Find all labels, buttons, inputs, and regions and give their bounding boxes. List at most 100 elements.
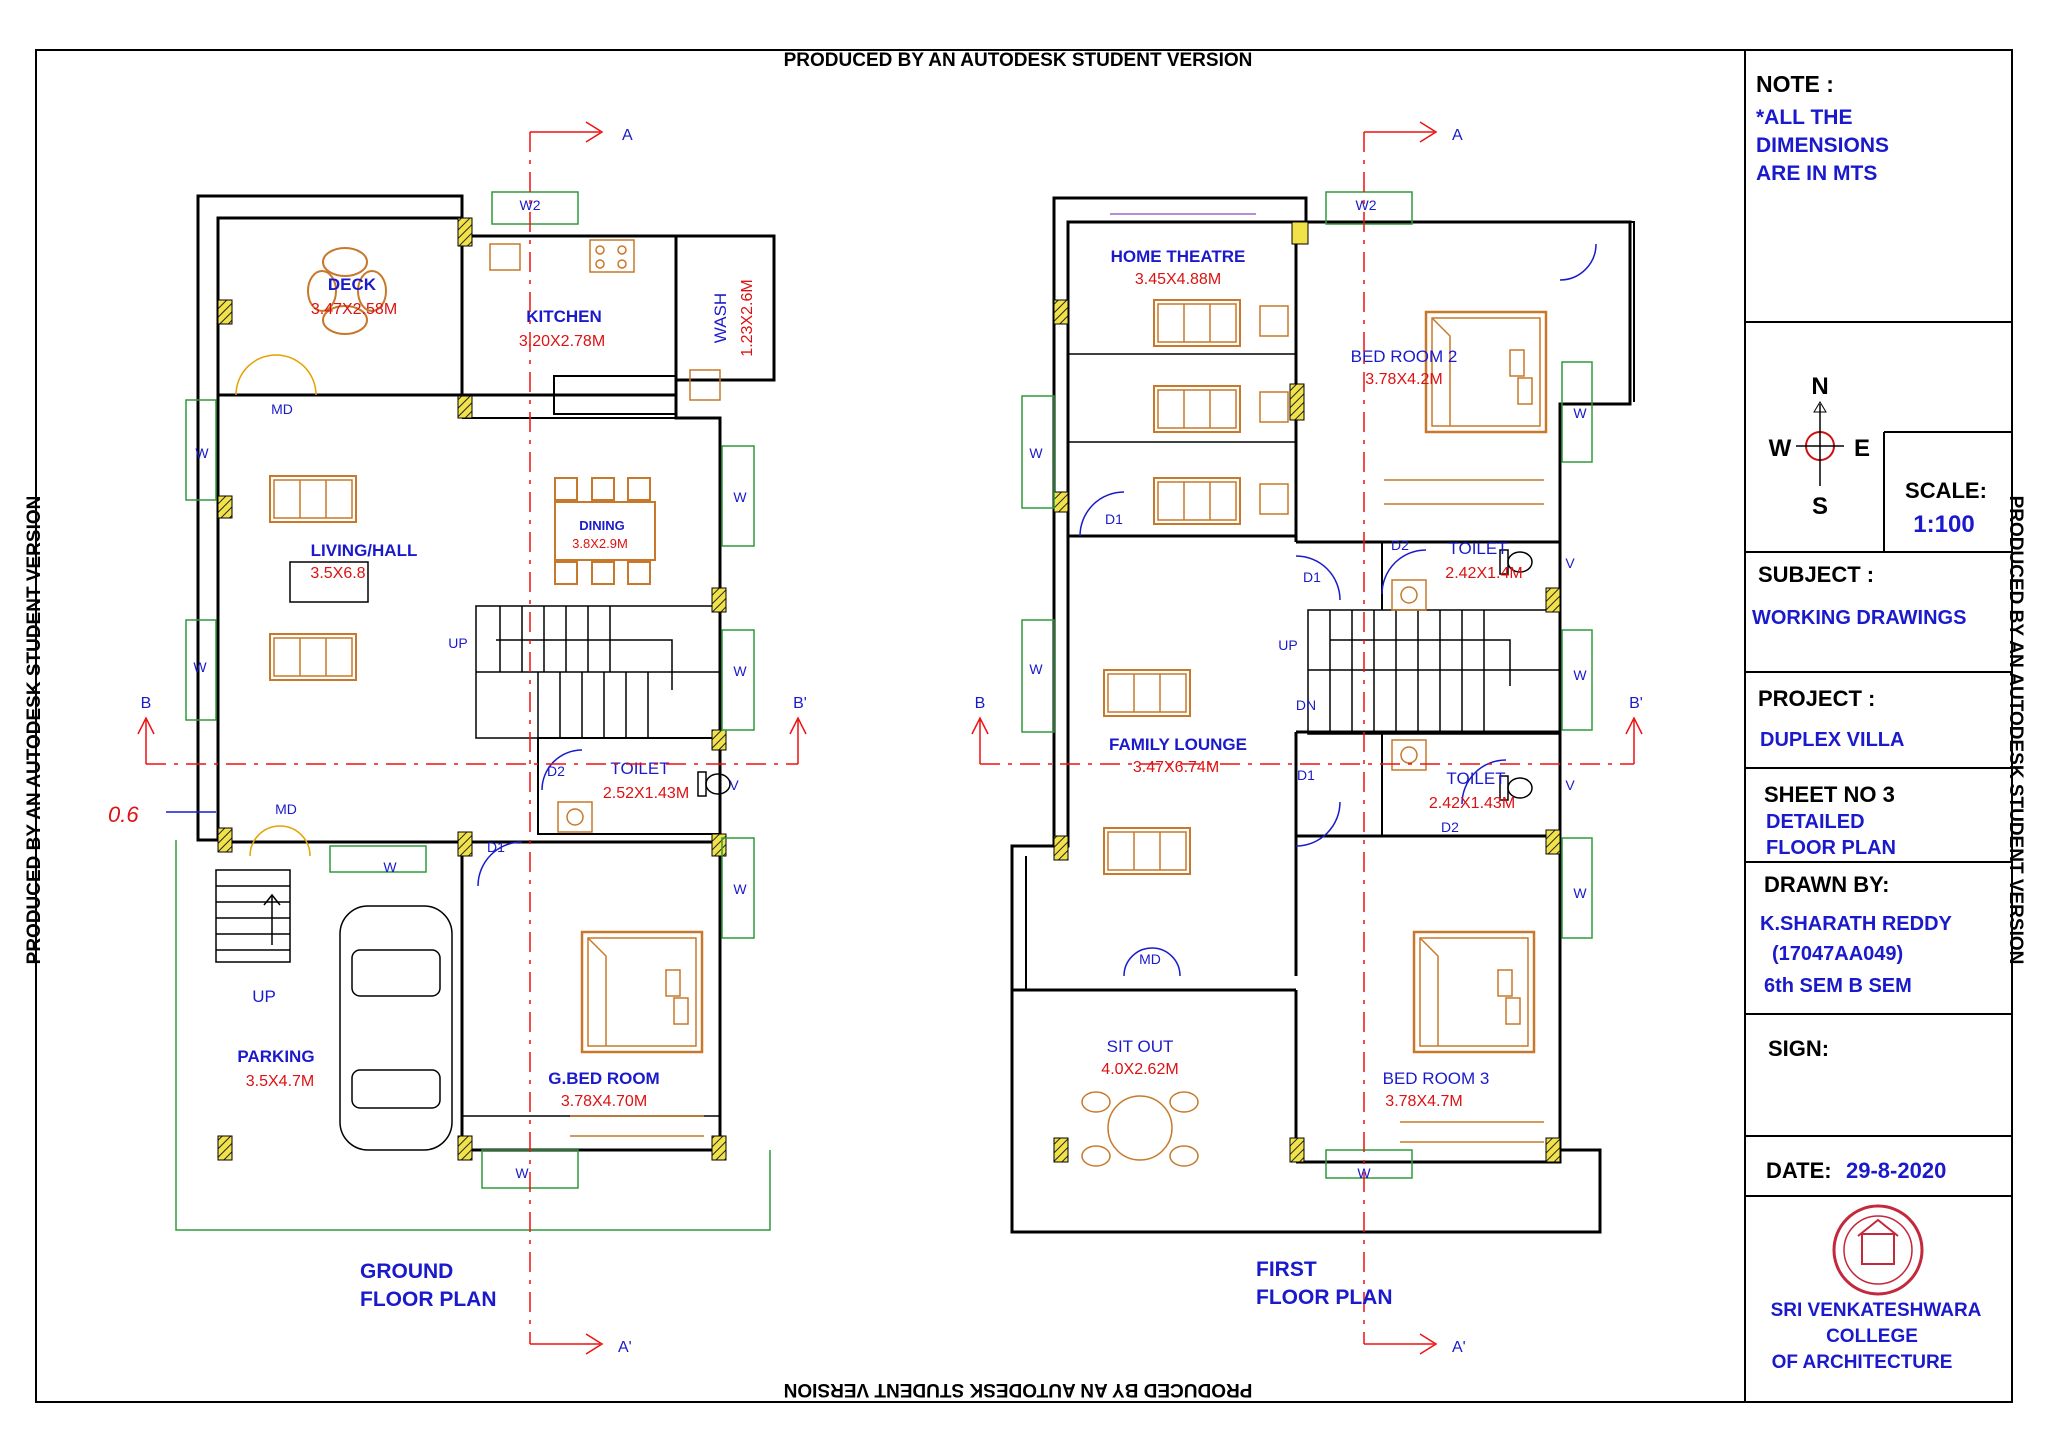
watermark-bottom: PRODUCED BY AN AUTODESK STUDENT VERSION xyxy=(784,1379,1253,1400)
sheet-line: DETAILED xyxy=(1766,811,1865,833)
room-name-living-hall: LIVING/HALL xyxy=(311,541,418,560)
watermark-left: PRODUCED BY AN AUTODESK STUDENT VERSION xyxy=(24,496,45,965)
north-arrow-icon xyxy=(1796,401,1844,486)
project-label: PROJECT : xyxy=(1758,686,1875,711)
drawn-by-label: DRAWN BY: xyxy=(1764,872,1889,897)
subject-label: SUBJECT : xyxy=(1758,562,1874,587)
first-floor-title-line2: FLOOR PLAN xyxy=(1256,1286,1393,1309)
room-name-kitchen: KITCHEN xyxy=(526,307,602,326)
project-value: DUPLEX VILLA xyxy=(1760,729,1904,751)
watermark-top: PRODUCED BY AN AUTODESK STUDENT VERSION xyxy=(784,50,1253,71)
note-heading: NOTE : xyxy=(1756,71,1834,97)
room-size-kitchen: 3.20X2.78M xyxy=(519,333,605,350)
date-label: DATE: xyxy=(1766,1158,1832,1183)
section-mark-b-prime: B' xyxy=(1629,695,1643,712)
room-name-bedroom-2: BED ROOM 2 xyxy=(1351,347,1458,366)
room-name-dining: DINING xyxy=(579,518,625,533)
room-size-deck: 3.47X2.58M xyxy=(311,301,397,318)
tag-dn: DN xyxy=(1296,697,1316,713)
tag-up-entrance: UP xyxy=(252,987,276,1006)
sign-label: SIGN: xyxy=(1768,1036,1829,1061)
section-mark-a-prime: A' xyxy=(1452,1339,1466,1356)
room-size-parking: 3.5X4.7M xyxy=(246,1073,314,1090)
tag-door-d2: D2 xyxy=(1441,819,1459,835)
tag-vent: V xyxy=(1565,555,1575,571)
tag-md: MD xyxy=(1139,951,1161,967)
tag-window: W xyxy=(733,663,747,679)
compass-n: N xyxy=(1811,373,1828,400)
room-size-bedroom-2: 3.78X4.2M xyxy=(1365,371,1442,388)
tag-window: W xyxy=(383,859,397,875)
scale-label: SCALE: xyxy=(1905,478,1987,503)
tag-window: W xyxy=(1573,667,1587,683)
compass-s: S xyxy=(1812,493,1828,520)
room-name-bedroom-3: BED ROOM 3 xyxy=(1383,1069,1490,1088)
subject-value: WORKING DRAWINGS xyxy=(1752,607,1966,629)
section-mark-a-prime: A' xyxy=(618,1339,632,1356)
tag-door-d1: D1 xyxy=(1297,767,1315,783)
tag-md: MD xyxy=(275,801,297,817)
note-line: *ALL THE xyxy=(1756,106,1852,129)
title-block: NOTE : *ALL THE DIMENSIONS ARE IN MTS N … xyxy=(1745,71,2012,1373)
tag-door-d2: D2 xyxy=(1391,537,1409,553)
tag-window: W xyxy=(195,445,209,461)
college-name-line: COLLEGE xyxy=(1826,1326,1918,1347)
room-size-sit-out: 4.0X2.62M xyxy=(1101,1061,1178,1078)
college-name-line: SRI VENKATESHWARA xyxy=(1771,1300,1982,1321)
room-size-family-lounge: 3.47X6.74M xyxy=(1133,759,1219,776)
sheet-label: SHEET NO 3 xyxy=(1764,782,1895,807)
tag-door-d2: D2 xyxy=(547,763,565,779)
watermark-right: PRODUCED BY AN AUTODESK STUDENT VERSION xyxy=(2005,496,2026,965)
room-name-sit-out: SIT OUT xyxy=(1107,1037,1174,1056)
room-name-wash: WASH xyxy=(711,293,730,343)
sheet-border xyxy=(35,49,2013,1403)
room-name-toilet-ff-1: TOILET xyxy=(1448,539,1507,558)
section-mark-b: B xyxy=(141,695,152,712)
room-size-living-hall: 3.5X6.8 xyxy=(310,565,365,582)
note-line: DIMENSIONS xyxy=(1756,134,1889,157)
note-line: ARE IN MTS xyxy=(1756,162,1877,185)
room-size-toilet-ff-2: 2.42X1.43M xyxy=(1429,795,1515,812)
tag-window: W xyxy=(515,1165,529,1181)
room-size-home-theatre: 3.45X4.88M xyxy=(1135,271,1221,288)
tag-window: W xyxy=(733,881,747,897)
dimension-label: 0.6 xyxy=(108,802,139,827)
tag-window: W xyxy=(733,489,747,505)
room-name-deck: DECK xyxy=(328,275,377,294)
college-seal-icon xyxy=(1832,1204,1924,1296)
compass-e: E xyxy=(1854,435,1870,462)
date-value: 29-8-2020 xyxy=(1846,1158,1946,1183)
first-floor-plan: HOME THEATRE 3.45X4.88M BED ROOM 2 3.78X… xyxy=(570,121,1643,1356)
ground-floor-title-line1: GROUND xyxy=(360,1260,453,1283)
drawn-by-semester: 6th SEM B SEM xyxy=(1764,975,1912,997)
first-floor-title-line1: FIRST xyxy=(1256,1258,1317,1281)
ground-floor-title-line2: FLOOR PLAN xyxy=(360,1288,497,1311)
tag-up: UP xyxy=(1278,637,1297,653)
tag-w2: W2 xyxy=(520,197,541,213)
room-name-parking: PARKING xyxy=(237,1047,314,1066)
tag-window: W xyxy=(193,659,207,675)
room-name-family-lounge: FAMILY LOUNGE xyxy=(1109,735,1247,754)
tag-window: W xyxy=(1029,445,1043,461)
tag-window: W xyxy=(1573,405,1587,421)
drawn-by-name: K.SHARATH REDDY xyxy=(1760,913,1953,935)
room-size-toilet-gf: 2.52X1.43M xyxy=(603,785,689,802)
tag-door-d1: D1 xyxy=(1303,569,1321,585)
tag-vent: V xyxy=(729,777,739,793)
tag-vent: V xyxy=(1565,777,1575,793)
section-mark-b: B xyxy=(975,695,986,712)
tag-up: UP xyxy=(448,635,467,651)
room-name-toilet-gf: TOILET xyxy=(610,759,669,778)
section-mark-a: A xyxy=(622,127,633,144)
section-mark-a: A xyxy=(1452,127,1463,144)
tag-md: MD xyxy=(271,401,293,417)
tag-w2: W2 xyxy=(1356,197,1377,213)
section-mark-b-prime: B' xyxy=(793,695,807,712)
room-size-wash: 1.23X2.6M xyxy=(739,279,756,356)
room-name-home-theatre: HOME THEATRE xyxy=(1111,247,1246,266)
room-name-toilet-ff-2: TOILET xyxy=(1446,769,1505,788)
college-name-line: OF ARCHITECTURE xyxy=(1772,1352,1953,1373)
tag-door-d1: D1 xyxy=(487,839,505,855)
room-name-guest-bedroom: G.BED ROOM xyxy=(548,1069,659,1088)
